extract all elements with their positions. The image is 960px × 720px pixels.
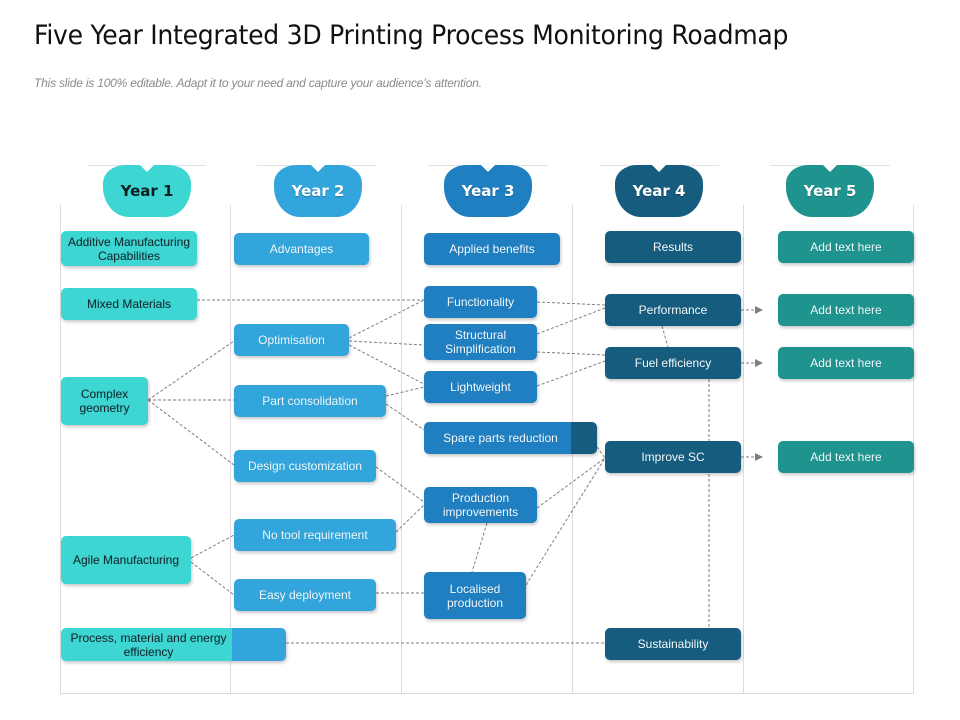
tab-notch [139, 164, 155, 172]
connector-functionality-performance [536, 301, 606, 306]
node-label: Optimisation [258, 333, 325, 347]
node-spare-parts-reduction[interactable]: Spare parts reduction [424, 422, 597, 454]
column-divider [743, 205, 744, 693]
node-additive-manufacturing[interactable]: Additive Manufacturing Capabilities [61, 231, 197, 266]
connector-localised-improvesc [525, 457, 606, 586]
connector-structural-fuel [536, 351, 606, 356]
connector-optimisation-lightweight [348, 344, 425, 385]
node-functionality[interactable]: Functionality [424, 286, 537, 318]
node-production-improvements[interactable]: Production improvements [424, 487, 537, 523]
node-year5-text-2[interactable]: Add text here [778, 294, 914, 326]
column-divider [230, 205, 231, 693]
connector-complex-design [147, 399, 235, 466]
year-3-label: Year 3 [461, 182, 515, 200]
node-sustainability[interactable]: Sustainability [605, 628, 741, 660]
connector-agile-notool [190, 534, 235, 559]
node-easy-deployment[interactable]: Easy deployment [234, 579, 376, 611]
connector-structural-performance [536, 307, 606, 335]
connector-lightweight-fuel [536, 360, 606, 387]
tab-notch [310, 164, 326, 172]
node-label: Complex geometry [79, 387, 130, 415]
column-divider [60, 205, 61, 693]
node-label: Easy deployment [258, 588, 352, 602]
node-agile-manufacturing[interactable]: Agile Manufacturing [61, 536, 191, 584]
node-label: Lightweight [450, 380, 511, 394]
node-label: Add text here [810, 450, 882, 464]
node-label: Add text here [810, 240, 882, 254]
year-1-label: Year 1 [120, 182, 174, 200]
node-advantages[interactable]: Advantages [234, 233, 369, 265]
node-label: Advantages [269, 242, 334, 256]
node-label: Add text here [810, 356, 882, 370]
node-process-efficiency[interactable]: Process, material and energy efficiency [61, 628, 286, 661]
node-label: Part consolidation [262, 394, 358, 408]
connector-design-production [375, 466, 425, 503]
year-1-tab: Year 1 [103, 164, 191, 217]
node-label: Spare parts reduction [443, 431, 558, 445]
connector-performance-fuel [661, 325, 669, 348]
node-label: Agile Manufacturing [72, 553, 180, 567]
node-structural-simplification[interactable]: Structural Simplification [424, 324, 537, 360]
tab-notch [651, 164, 667, 172]
grid-bottom-line [60, 693, 914, 694]
node-year5-text-4[interactable]: Add text here [778, 441, 914, 473]
node-label: Add text here [810, 303, 882, 317]
node-improve-sc[interactable]: Improve SC [605, 441, 741, 473]
tab-notch [822, 164, 838, 172]
column-divider [401, 205, 402, 693]
node-label: Process, material and energy efficiency [70, 630, 227, 659]
year-4-tab: Year 4 [615, 164, 703, 217]
connector-optimisation-structural [348, 340, 425, 346]
node-label: Additive Manufacturing Capabilities [67, 234, 191, 263]
year-5-tab: Year 5 [786, 164, 874, 217]
connector-production-localised [471, 522, 488, 573]
node-optimisation[interactable]: Optimisation [234, 324, 349, 356]
node-year5-text-1[interactable]: Add text here [778, 231, 914, 263]
slide-subtitle: This slide is 100% editable. Adapt it to… [34, 76, 482, 90]
node-label: Fuel efficiency [634, 356, 712, 370]
tab-notch [480, 164, 496, 172]
connector-complex-optimisation [147, 340, 235, 401]
node-year5-text-3[interactable]: Add text here [778, 347, 914, 379]
node-label: Improve SC [641, 450, 705, 464]
node-design-customization[interactable]: Design customization [234, 450, 376, 482]
year-2-tab: Year 2 [274, 164, 362, 217]
year-5-label: Year 5 [803, 182, 857, 200]
node-fuel-efficiency[interactable]: Fuel efficiency [605, 347, 741, 379]
connector-production-improvesc [536, 457, 606, 509]
node-mixed-materials[interactable]: Mixed Materials [61, 288, 197, 320]
connector-part-spare [385, 403, 425, 431]
node-lightweight[interactable]: Lightweight [424, 371, 537, 403]
node-part-consolidation[interactable]: Part consolidation [234, 385, 386, 417]
connector-optimisation-functionality [348, 299, 425, 339]
node-label: Results [652, 240, 693, 254]
year-3-tab: Year 3 [444, 164, 532, 217]
node-label: Functionality [446, 295, 515, 309]
node-label: Production improvements [442, 491, 519, 519]
node-localised-production[interactable]: Localised production [424, 572, 526, 619]
node-no-tool-requirement[interactable]: No tool requirement [234, 519, 396, 551]
node-label: Sustainability [637, 637, 709, 651]
connector-spare-improvesc [596, 446, 606, 459]
year-4-label: Year 4 [632, 182, 686, 200]
node-performance[interactable]: Performance [605, 294, 741, 326]
node-label: No tool requirement [262, 528, 368, 542]
connector-agile-easy [190, 561, 235, 596]
slide-title: Five Year Integrated 3D Printing Process… [34, 20, 789, 51]
node-label: Structural Simplification [445, 328, 516, 356]
node-results[interactable]: Results [605, 231, 741, 263]
connector-part-lightweight [385, 386, 425, 397]
node-applied-benefits[interactable]: Applied benefits [424, 233, 560, 265]
node-label: Localised production [446, 581, 504, 610]
node-label: Applied benefits [449, 242, 535, 256]
node-label: Mixed Materials [86, 297, 172, 311]
node-label: Performance [638, 303, 708, 317]
node-complex-geometry[interactable]: Complex geometry [61, 377, 148, 425]
node-label: Design customization [247, 459, 363, 473]
year-2-label: Year 2 [291, 182, 345, 200]
